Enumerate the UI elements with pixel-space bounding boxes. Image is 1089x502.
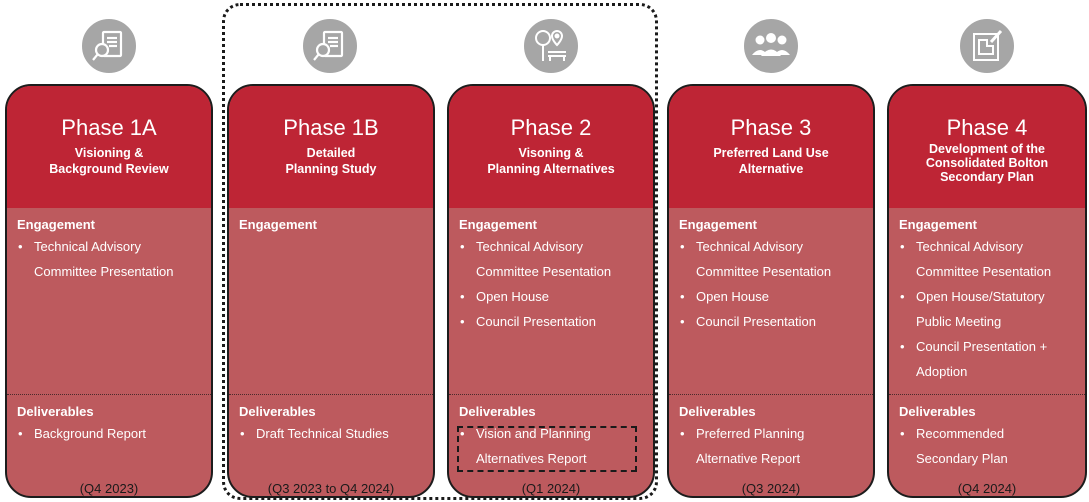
phase-title: Phase 1A — [61, 115, 157, 140]
phase-card-1b: Phase 1B Detailed Planning Study Engagem… — [227, 84, 435, 498]
phase-subtitle: Visoning & Planning Alternatives — [487, 146, 615, 176]
list-item: Background Report — [18, 421, 146, 446]
deliverables-list: Background Report — [18, 421, 146, 446]
list-item-continuation: Committee Pesentation — [476, 264, 612, 279]
phase-header: Phase 4 Development of the Consolidated … — [889, 86, 1085, 208]
phase-header: Phase 2 Visoning & Planning Alternatives — [449, 86, 653, 208]
engagement-heading: Engagement — [459, 217, 538, 232]
engagement-list: Technical Advisory — [680, 234, 803, 259]
people-group-icon — [741, 16, 801, 76]
engagement-list: Open House/Statutory — [900, 284, 1045, 309]
engagement-list: Open House Council Presentation — [680, 284, 816, 334]
list-item: Technical Advisory — [460, 234, 583, 259]
deliverables-heading: Deliverables — [899, 404, 976, 419]
park-location-icon — [521, 16, 581, 76]
list-item: Technical Advisory — [18, 234, 141, 259]
engagement-list: Technical Advisory — [18, 234, 141, 259]
list-item-continuation: Public Meeting — [916, 314, 1002, 329]
phase-header: Phase 1B Detailed Planning Study — [229, 86, 433, 208]
phase-subtitle: Detailed Planning Study — [285, 146, 377, 176]
document-search-icon — [79, 16, 139, 76]
phase-card-3: Phase 3 Preferred Land Use Alternative E… — [667, 84, 875, 498]
section-divider — [7, 394, 211, 395]
list-item: Open House/Statutory — [900, 284, 1045, 309]
list-item: Recommended — [900, 421, 1004, 446]
phase-header: Phase 1A Visioning & Background Review — [7, 86, 211, 208]
phase-card-1a: Phase 1A Visioning & Background Review E… — [5, 84, 213, 498]
engagement-list: Technical Advisory — [460, 234, 583, 259]
engagement-list: Technical Advisory — [900, 234, 1023, 259]
engagement-heading: Engagement — [679, 217, 758, 232]
phase-subtitle: Development of the Consolidated Bolton S… — [925, 142, 1049, 184]
list-item-continuation: Alternative Report — [696, 451, 801, 466]
list-item: Vision and Planning — [460, 421, 591, 446]
phase-card-2: Phase 2 Visoning & Planning Alternatives… — [447, 84, 655, 498]
phase-date: (Q3 2023 to Q4 2024) — [267, 481, 395, 496]
list-item-continuation: Adoption — [916, 364, 968, 379]
document-search-icon — [300, 16, 360, 76]
list-item-continuation: Committee Pesentation — [916, 264, 1052, 279]
section-divider — [669, 394, 873, 395]
list-item: Technical Advisory — [680, 234, 803, 259]
engagement-list: Open House Council Presentation — [460, 284, 596, 334]
phase-card-4: Phase 4 Development of the Consolidated … — [887, 84, 1087, 498]
phase-title: Phase 2 — [510, 115, 592, 140]
deliverables-heading: Deliverables — [459, 404, 536, 419]
phase-subtitle: Preferred Land Use Alternative — [713, 146, 829, 176]
deliverables-heading: Deliverables — [17, 404, 94, 419]
list-item: Council Presentation — [460, 309, 596, 334]
phase-title: Phase 1B — [283, 115, 379, 140]
list-item-continuation: Secondary Plan — [916, 451, 1008, 466]
highlight-frame — [222, 3, 658, 500]
engagement-heading: Engagement — [239, 217, 318, 232]
phase-date: (Q4 2024) — [957, 481, 1017, 496]
list-item: Technical Advisory — [900, 234, 1023, 259]
phase-date: (Q1 2024) — [521, 481, 581, 496]
list-item: Draft Technical Studies — [240, 421, 389, 446]
phase-header: Phase 3 Preferred Land Use Alternative — [669, 86, 873, 208]
deliverables-list: Recommended — [900, 421, 1004, 446]
section-divider — [229, 394, 433, 395]
engagement-heading: Engagement — [17, 217, 96, 232]
list-item: Council Presentation — [680, 309, 816, 334]
list-item-continuation: Alternatives Report — [476, 451, 587, 466]
deliverables-list: Vision and Planning — [460, 421, 591, 446]
deliverables-heading: Deliverables — [679, 404, 756, 419]
section-divider — [449, 394, 653, 395]
deliverables-heading: Deliverables — [239, 404, 316, 419]
list-item-continuation: Committee Presentation — [34, 264, 174, 279]
engagement-list: Council Presentation + — [900, 334, 1047, 359]
list-item: Council Presentation + — [900, 334, 1047, 359]
section-divider — [889, 394, 1085, 395]
phase-date: (Q3 2024) — [741, 481, 801, 496]
phase-subtitle: Visioning & Background Review — [49, 146, 169, 176]
phase-date: (Q4 2023) — [79, 481, 139, 496]
list-item: Open House — [680, 284, 816, 309]
phase-title: Phase 4 — [946, 115, 1028, 140]
engagement-heading: Engagement — [899, 217, 978, 232]
list-item: Preferred Planning — [680, 421, 804, 446]
list-item: Open House — [460, 284, 596, 309]
phase-title: Phase 3 — [730, 115, 812, 140]
deliverables-list: Preferred Planning — [680, 421, 804, 446]
deliverables-list: Draft Technical Studies — [240, 421, 389, 446]
blueprint-pencil-icon — [957, 16, 1017, 76]
list-item-continuation: Committee Pesentation — [696, 264, 832, 279]
